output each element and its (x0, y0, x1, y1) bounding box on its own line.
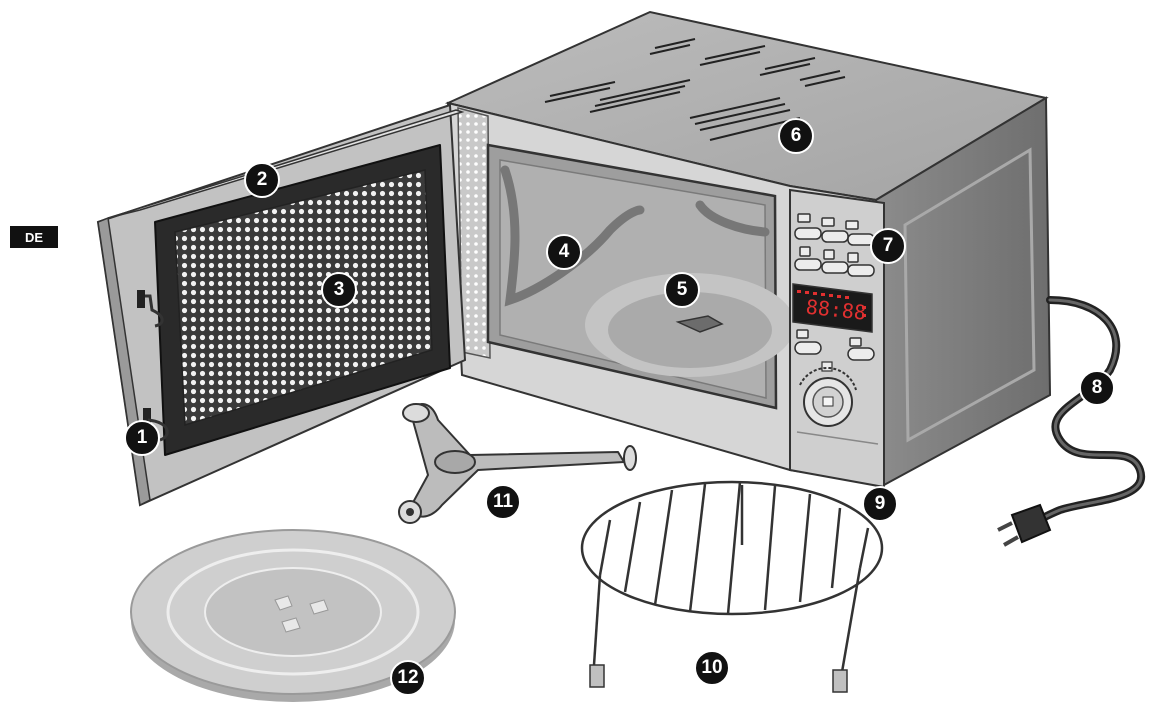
callout-4: 4 (546, 234, 582, 270)
callout-10: 10 (694, 650, 730, 686)
door (96, 103, 467, 507)
callout-5: 5 (664, 272, 700, 308)
callout-9: 9 (862, 486, 898, 522)
control-panel: 88:88 (789, 188, 885, 489)
callout-6: 6 (778, 118, 814, 154)
language-badge: DE (10, 226, 58, 248)
microwave-body (444, 10, 1052, 487)
callout-1: 1 (124, 420, 160, 456)
callout-11: 11 (485, 484, 521, 520)
callout-3: 3 (321, 272, 357, 308)
callout-7: 7 (870, 228, 906, 264)
callout-12: 12 (390, 660, 426, 696)
power-cord (997, 296, 1146, 547)
glass-turntable (130, 529, 456, 702)
turntable-support (398, 403, 637, 524)
callout-2: 2 (244, 162, 280, 198)
callout-8: 8 (1079, 370, 1115, 406)
grill-rack (580, 480, 884, 693)
